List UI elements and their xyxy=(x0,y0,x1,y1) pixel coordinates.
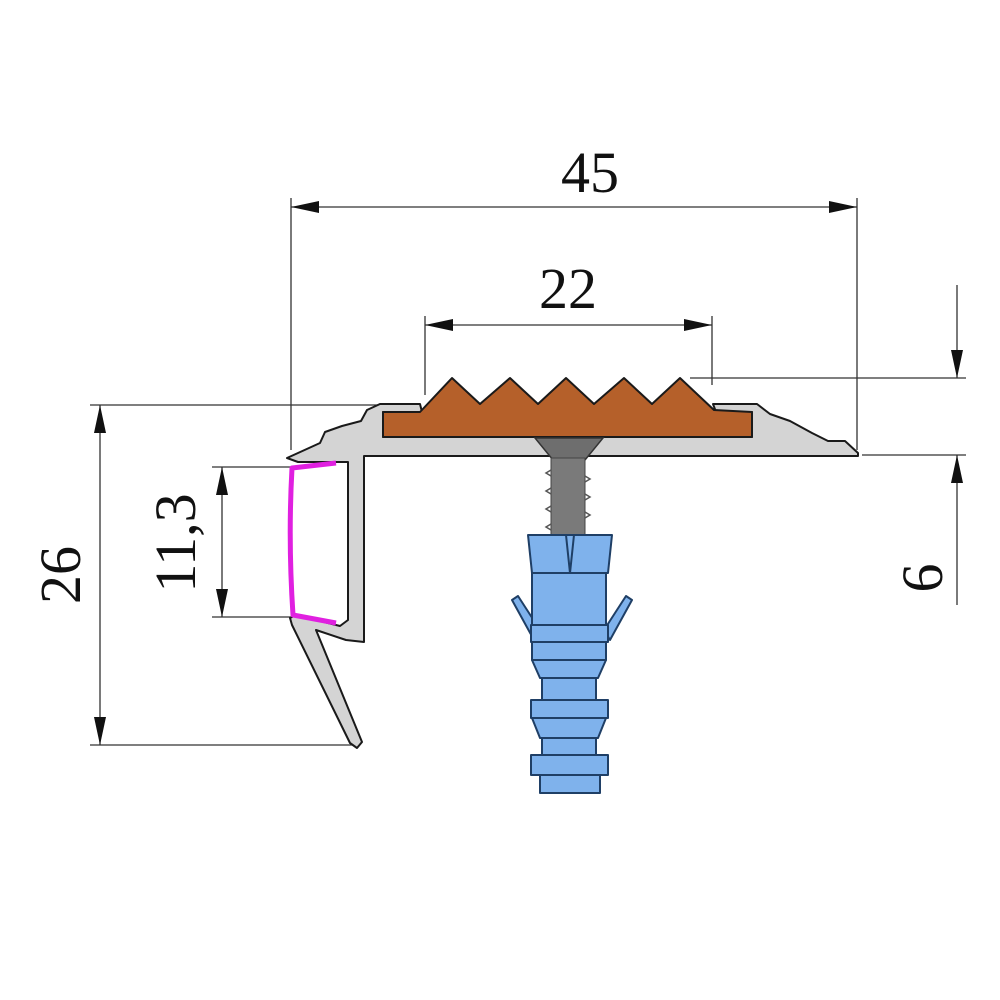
plug-segment xyxy=(541,737,597,756)
label-22: 22 xyxy=(539,256,597,321)
dimension-insert-width: 22 xyxy=(424,256,713,395)
dimension-channel-height: 11,3 xyxy=(143,466,292,618)
plug-segment xyxy=(531,641,607,661)
label-45: 45 xyxy=(561,140,619,205)
dimension-height: 26 xyxy=(28,404,380,746)
plug-segment xyxy=(527,534,613,574)
screw xyxy=(533,437,605,539)
plug-segment xyxy=(539,774,601,794)
plug-segment xyxy=(541,677,597,701)
led-strip xyxy=(287,460,337,626)
plug-segment xyxy=(530,754,609,776)
dimension-total-width: 45 xyxy=(290,140,858,450)
plug-segment xyxy=(530,699,609,719)
dimension-thickness: 6 xyxy=(690,285,966,605)
wall-plug xyxy=(511,534,633,794)
plug-segment xyxy=(530,624,609,643)
label-26: 26 xyxy=(28,546,93,604)
screw-shaft xyxy=(550,457,586,539)
aluminum-profile xyxy=(286,403,859,749)
plug-segment xyxy=(531,659,607,679)
label-6: 6 xyxy=(890,564,955,593)
plug-segment xyxy=(531,717,607,739)
anti-slip-insert xyxy=(382,377,753,438)
label-11-3: 11,3 xyxy=(143,493,208,592)
screw-thread xyxy=(544,469,592,531)
plug-segment xyxy=(531,572,607,626)
